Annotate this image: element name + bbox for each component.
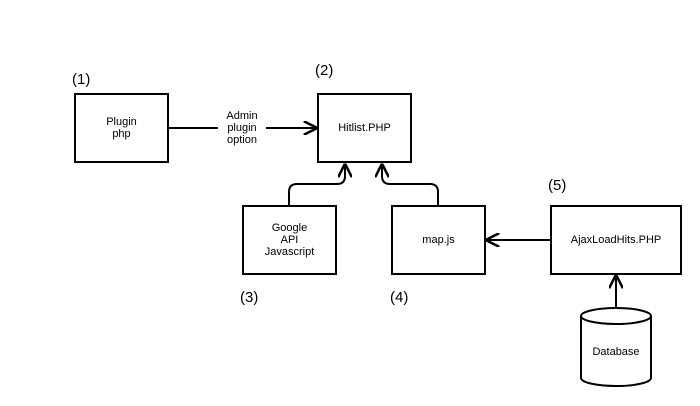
edge-mapjs-to-hitlist bbox=[382, 165, 439, 205]
edge-google-to-hitlist bbox=[288, 165, 345, 205]
node-ajaxloadhits: AjaxLoadHits.PHP bbox=[550, 205, 682, 275]
label-number-4: (4) bbox=[390, 289, 409, 306]
label-number-2: (2) bbox=[315, 62, 334, 79]
edge-label-admin-plugin-option: Admin plugin option bbox=[218, 110, 266, 146]
database-cylinder bbox=[580, 307, 652, 387]
label-number-3: (3) bbox=[240, 289, 259, 306]
node-mapjs: map.js bbox=[391, 205, 486, 275]
node-hitlist: Hitlist.PHP bbox=[317, 93, 412, 163]
node-plugin: Plugin php bbox=[74, 93, 169, 163]
label-number-5: (5) bbox=[548, 177, 567, 194]
label-number-1: (1) bbox=[72, 71, 91, 88]
node-database-label: Database bbox=[592, 346, 640, 358]
node-google-api: Google API Javascript bbox=[242, 205, 337, 275]
